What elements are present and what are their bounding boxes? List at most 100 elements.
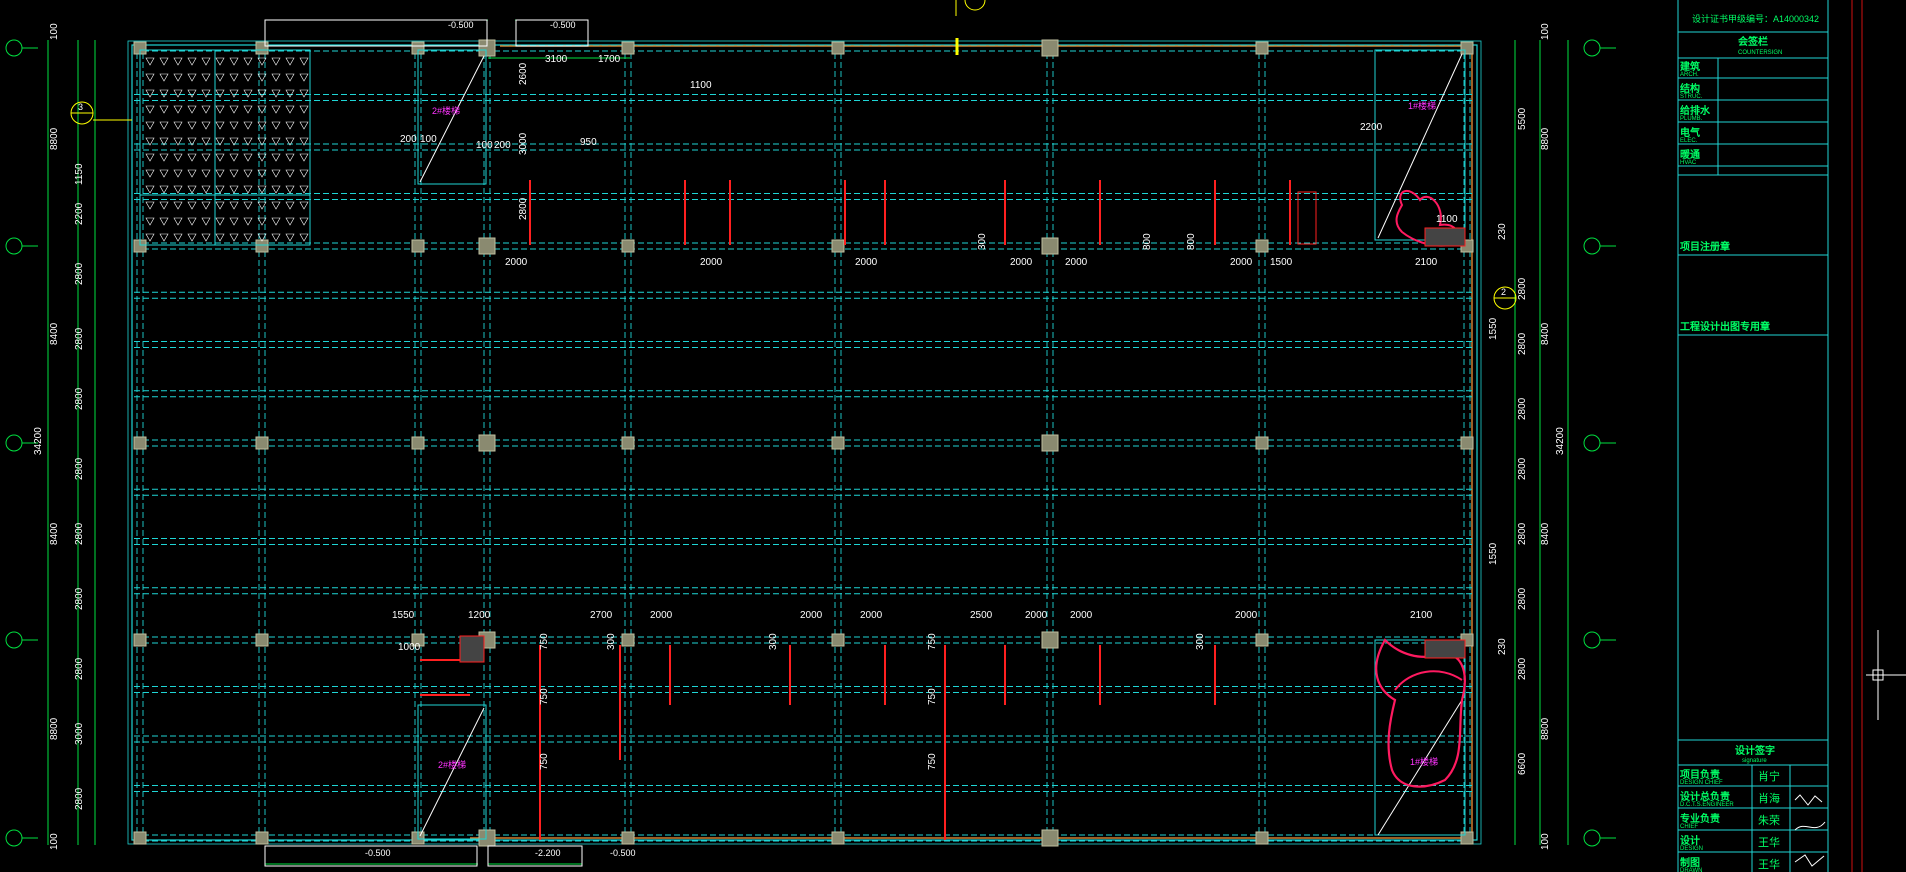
column: [255, 633, 269, 647]
dimension-texts: 1008800840084008800100115022002800280028…: [49, 23, 1551, 850]
column: [133, 633, 147, 647]
beam-dim-bottom: 1550: [392, 610, 415, 621]
left-outer-dim: 8800: [49, 127, 60, 150]
stair-top-left: [417, 49, 487, 185]
column: [621, 436, 635, 450]
right-small-dim: 1550: [1488, 317, 1499, 340]
top-dim: 2800: [518, 197, 529, 220]
title-section-sub: COUNTERSIGN: [1738, 50, 1782, 56]
stair-dim: 1100: [690, 80, 712, 91]
left-inner-dim: 2800: [74, 457, 85, 480]
axis-bubble: [5, 829, 23, 847]
right-inner-dim: 2800: [1517, 522, 1528, 545]
column: [1255, 41, 1269, 55]
beam-dim-bottom: 2000: [1070, 610, 1093, 621]
beam-dim-bottom: 2500: [970, 610, 993, 621]
right-small-dim: 230: [1497, 223, 1508, 240]
signer-name: 肖海: [1758, 791, 1780, 805]
countersign-row-label: 给排水: [1680, 104, 1711, 117]
stair-dim: 100: [420, 134, 437, 145]
beam-small-dim: 800: [1142, 233, 1153, 250]
top-dim: 2600: [518, 62, 529, 85]
signer-role: 专业负责: [1680, 812, 1720, 825]
right-inner-dim: 6600: [1517, 752, 1528, 775]
column: [1041, 237, 1059, 255]
top-dim: 1700: [598, 54, 621, 65]
column: [1460, 831, 1474, 845]
right-small-dim: 1550: [1488, 542, 1499, 565]
stair-dim: 950: [580, 137, 597, 148]
countersign-row-label: 电气: [1680, 126, 1700, 139]
axis-bubble: [1583, 237, 1601, 255]
column: [1255, 436, 1269, 450]
signer-name: 王华: [1758, 835, 1780, 849]
top-dim: 3000: [518, 132, 529, 155]
bottom-stamp-2: -2.200: [535, 848, 561, 858]
column: [1041, 829, 1059, 847]
left-inner-dim: 2800: [74, 522, 85, 545]
beam-dim-top: 2100: [1415, 257, 1438, 268]
countersign-row-sub: PLUMB.: [1680, 116, 1703, 122]
signer-role-sub: D.C.T.S.ENGINEER: [1680, 802, 1734, 808]
left-inner-dim: 2800: [74, 262, 85, 285]
left-inner-dim: 2200: [74, 202, 85, 225]
beam-dim-bottom: 2100: [1410, 610, 1433, 621]
column-grid: [133, 39, 1474, 847]
column: [1255, 239, 1269, 253]
right-outer-dim: 8400: [1540, 322, 1551, 345]
column: [255, 239, 269, 253]
beam-small-dim: 300: [606, 633, 617, 650]
top-dim: 3100: [545, 54, 568, 65]
left-inner-dim: 2800: [74, 387, 85, 410]
column: [831, 831, 845, 845]
right-outer-dim: 8800: [1540, 127, 1551, 150]
detail-tag-2-label: 2: [1501, 287, 1506, 297]
detail-tag-2: 2: [1493, 286, 1517, 310]
detail-tag-3-label: 3: [78, 102, 83, 112]
column: [478, 237, 496, 255]
column: [255, 41, 269, 55]
left-total: 34200: [33, 427, 44, 455]
right-outer-dim: 8400: [1540, 522, 1551, 545]
beam-dim-top: 1500: [1270, 257, 1293, 268]
countersign-row-sub: ARCH.: [1680, 72, 1699, 78]
beam-dim-bottom: 2700: [590, 610, 613, 621]
top-stamp-2: -0.500: [550, 20, 576, 30]
signature-mark-2: [1794, 821, 1826, 831]
column: [411, 239, 425, 253]
bottom-stamp-1: -0.500: [365, 848, 391, 858]
axis-bubble: [1583, 829, 1601, 847]
column: [621, 633, 635, 647]
left-outer-dim: 8800: [49, 717, 60, 740]
hatch-blocks: [459, 191, 1466, 663]
column: [621, 239, 635, 253]
signature-mark-1: [1794, 794, 1823, 806]
column: [1255, 831, 1269, 845]
stair-top-right: [1374, 49, 1466, 241]
signer-role-sub: DESIGN: [1680, 846, 1703, 852]
signer-role-sub: DRAWN: [1680, 868, 1702, 872]
beam-small-dim: 800: [1186, 233, 1197, 250]
left-inner-dim: 2800: [74, 787, 85, 810]
right-total: 34200: [1555, 427, 1566, 455]
right-inner-dim: 2800: [1517, 397, 1528, 420]
column: [1041, 434, 1059, 452]
beam-dim-bottom: 1200: [468, 610, 491, 621]
countersign-row-sub: ELEC.: [1680, 138, 1698, 144]
beam-small-dim: 300: [1195, 633, 1206, 650]
column: [478, 434, 496, 452]
column: [411, 436, 425, 450]
column: [1460, 41, 1474, 55]
right-outer-dim: 100: [1540, 833, 1551, 850]
column: [1041, 631, 1059, 649]
column: [133, 436, 147, 450]
right-inner-dim: 2800: [1517, 457, 1528, 480]
stair-dim: 1100: [1436, 214, 1458, 225]
axis-bubble: [5, 434, 23, 452]
hatched-room: [139, 49, 311, 246]
beam-dim-top: 2000: [700, 257, 723, 268]
axis-bubbles: [5, 39, 1616, 847]
beam-small-dim: 750: [927, 633, 938, 650]
dimension-lines: [47, 19, 1569, 865]
